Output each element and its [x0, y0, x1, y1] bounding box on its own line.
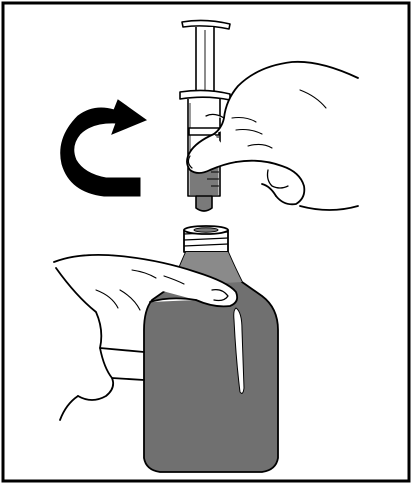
- syringe-tip: [196, 196, 212, 211]
